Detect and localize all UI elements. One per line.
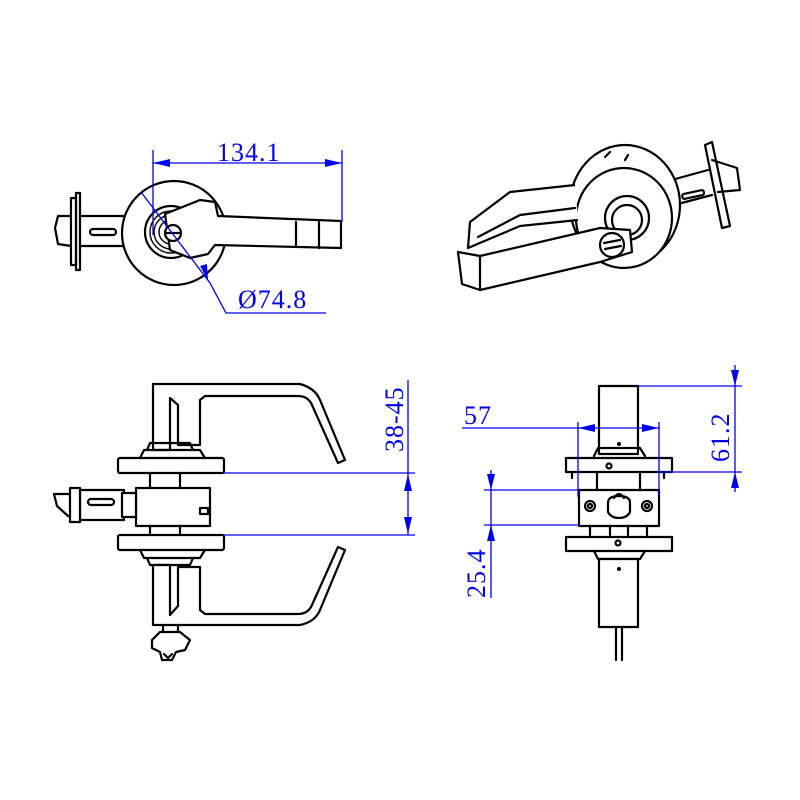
side-view [564,384,674,662]
dim-rose-to-end: 61.2 [706,412,735,463]
dim-rose-diameter: Ø74.8 [238,285,308,314]
dim-door-thickness: 38-45 [380,386,409,452]
isometric-view [456,140,742,292]
dim-chassis-height: 25.4 [462,548,491,599]
dimension-lines [140,150,742,598]
dim-chassis-width: 57 [464,401,492,430]
top-view [52,382,347,662]
front-view [53,179,343,287]
dim-lever-length: 134.1 [217,138,281,167]
